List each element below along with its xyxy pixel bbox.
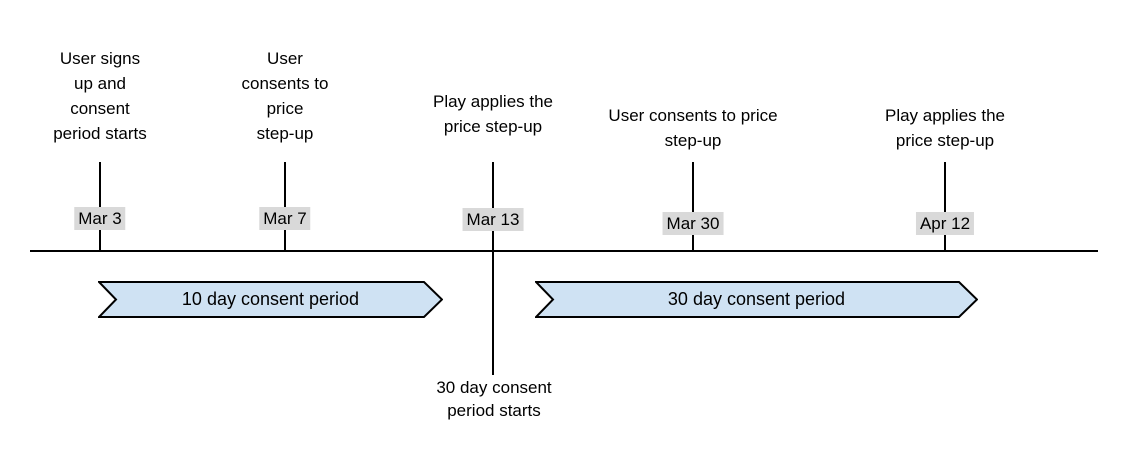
timeline-axis-line (30, 250, 1098, 252)
event-label-line: User signs (59, 49, 141, 68)
event-label: Play applies the price step-up (885, 103, 1005, 153)
annotation-line: 30 day consent (436, 378, 552, 397)
event-label-line: consent (70, 99, 130, 118)
event-label-line: User (267, 49, 303, 68)
banner-label: 30 day consent period (667, 289, 846, 309)
event-date-chip: Apr 12 (915, 212, 975, 235)
event-label: User signs up and consent period starts (53, 46, 147, 146)
event-label: User consents to price step-up (608, 103, 777, 153)
event-tick-line (944, 162, 946, 251)
event-label-line: price step-up (443, 117, 543, 136)
annotation-line: period starts (447, 401, 541, 420)
event-label-line: step-up (256, 124, 314, 143)
banner-label: 10 day consent period (181, 289, 360, 309)
event-date-chip: Mar 30 (662, 212, 724, 235)
chevron-ribbon-shape (98, 281, 443, 318)
event-label-line: User consents to price (608, 106, 778, 125)
event-label: Play applies the price step-up (433, 89, 553, 139)
event-label-line: step-up (664, 131, 722, 150)
consent-period-banner-30day: 30 day consent period (535, 281, 978, 318)
event-label-line: up and (73, 74, 126, 93)
event-date-chip: Mar 13 (462, 208, 524, 231)
chevron-ribbon-shape (535, 281, 978, 318)
event-label-line: period starts (53, 124, 147, 143)
event-tick-line (99, 162, 101, 251)
event-label-line: price step-up (895, 131, 995, 150)
event-label-line: Play applies the (432, 92, 554, 111)
consent-period-banner-10day: 10 day consent period (98, 281, 443, 318)
event-label-line: price (266, 99, 304, 118)
event-date-chip: Mar 7 (259, 207, 311, 230)
event-label-line: consents to (241, 74, 329, 93)
event-label-line: Play applies the (884, 106, 1006, 125)
below-timeline-annotation: 30 day consent period starts (436, 376, 551, 422)
event-tick-line (284, 162, 286, 251)
event-tick-line (492, 162, 494, 375)
event-tick-line (692, 162, 694, 251)
event-date-chip: Mar 3 (74, 207, 126, 230)
event-label: User consents to price step-up (242, 46, 329, 146)
